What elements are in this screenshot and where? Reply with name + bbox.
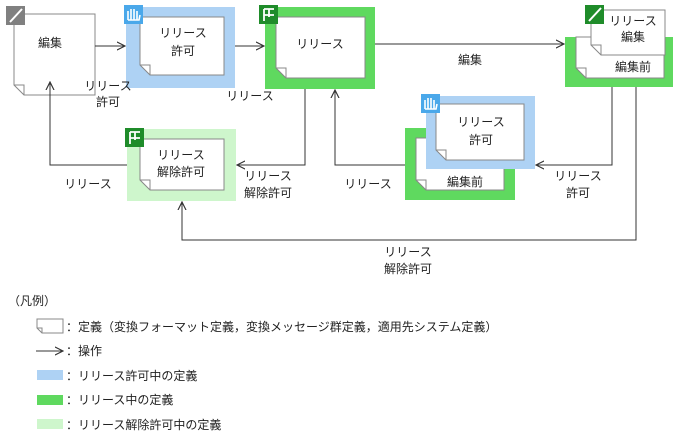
legend-release-cancel-pending-swatch: [37, 419, 63, 429]
arrow-release-edit-to-release-pending-2: [536, 87, 613, 165]
legend: （凡例） ：定義（変換フォーマット定義，変換メッセージ群定義，適用先システム定義…: [8, 294, 497, 432]
node-release-edit: 編集前 リリース 編集: [565, 5, 673, 87]
arrow-cancel-pending-to-edit: [50, 82, 127, 166]
legend-label-release-cancel-pending: ：リリース解除許可中の定義: [66, 417, 221, 432]
definition-card: [139, 138, 225, 191]
definition-card: [139, 16, 225, 76]
definition-card: [435, 103, 525, 161]
arrow-releasing-to-cancel-pending: [237, 89, 306, 165]
legend-releasing-swatch: [37, 395, 63, 405]
hand-icon: [421, 94, 440, 113]
legend-release-pending-swatch: [37, 370, 63, 380]
node-release-pending-label-2: 許可: [171, 44, 195, 58]
node-release-cancel-pending-label-2: 解除許可: [157, 164, 205, 179]
legend-definition-swatch: [36, 318, 64, 334]
edge-label-release-cancel-permit-1b: 解除許可: [244, 185, 292, 200]
edge-label-release-cancel-permit-1a: リリース: [244, 169, 291, 183]
edge-label-release-1: リリース: [226, 89, 273, 103]
edge-label-edit: 編集: [458, 52, 482, 67]
edge-label-release-permit-1a: リリース: [84, 79, 131, 93]
node-release-cancel-pending: リリース 解除許可: [125, 128, 236, 201]
node-release-edit-back-label: 編集前: [615, 59, 651, 74]
release-flag-icon: [125, 128, 144, 147]
edge-label-release-3: リリース: [344, 177, 391, 191]
edge-label-release-permit-2a: リリース: [554, 169, 601, 183]
pencil-icon: [585, 5, 604, 24]
release-flag-icon: [259, 5, 278, 24]
arrow-release-pending-2-to-releasing: [335, 90, 405, 166]
legend-label-operation: ：操作: [66, 343, 102, 358]
node-releasing: リリース: [259, 5, 375, 89]
node-edit: 編集: [6, 6, 96, 96]
edge-label-release-permit-2b: 許可: [566, 186, 590, 200]
definition-card: [275, 16, 366, 79]
edge-label-release-permit-1b: 許可: [96, 95, 120, 109]
node-release-pending-2-back-label: 編集前: [447, 174, 483, 189]
pencil-icon: [6, 6, 25, 25]
legend-title: （凡例）: [8, 294, 56, 308]
node-release-pending: リリース 許可: [124, 5, 235, 88]
node-release-pending-2-label-1: リリース: [457, 115, 504, 129]
edge-label-release-cancel-permit-2b: 解除許可: [384, 261, 432, 276]
hand-icon: [124, 5, 143, 24]
edge-label-release-2: リリース: [64, 177, 111, 191]
legend-label-releasing: ：リリース中の定義: [66, 392, 173, 407]
legend-label-release-pending: ：リリース許可中の定義: [66, 368, 197, 383]
arrow-release-edit-to-cancel-pending: [182, 87, 637, 241]
edge-label-release-cancel-permit-2a: リリース: [384, 245, 431, 259]
node-release-pending-2: 編集前 リリース 許可: [405, 94, 535, 200]
node-releasing-label: リリース: [296, 37, 343, 51]
node-release-pending-2-label-2: 許可: [469, 133, 493, 147]
node-release-edit-label-1: リリース: [609, 14, 656, 28]
node-release-cancel-pending-label-1: リリース: [157, 148, 204, 162]
definition-card: [13, 13, 96, 96]
definition-card: [590, 9, 666, 56]
node-release-edit-label-2: 編集: [621, 29, 645, 44]
node-release-pending-label-1: リリース: [159, 26, 206, 40]
node-edit-label: 編集: [38, 35, 62, 50]
legend-label-definition: ：定義（変換フォーマット定義，変換メッセージ群定義，適用先システム定義）: [66, 319, 497, 334]
